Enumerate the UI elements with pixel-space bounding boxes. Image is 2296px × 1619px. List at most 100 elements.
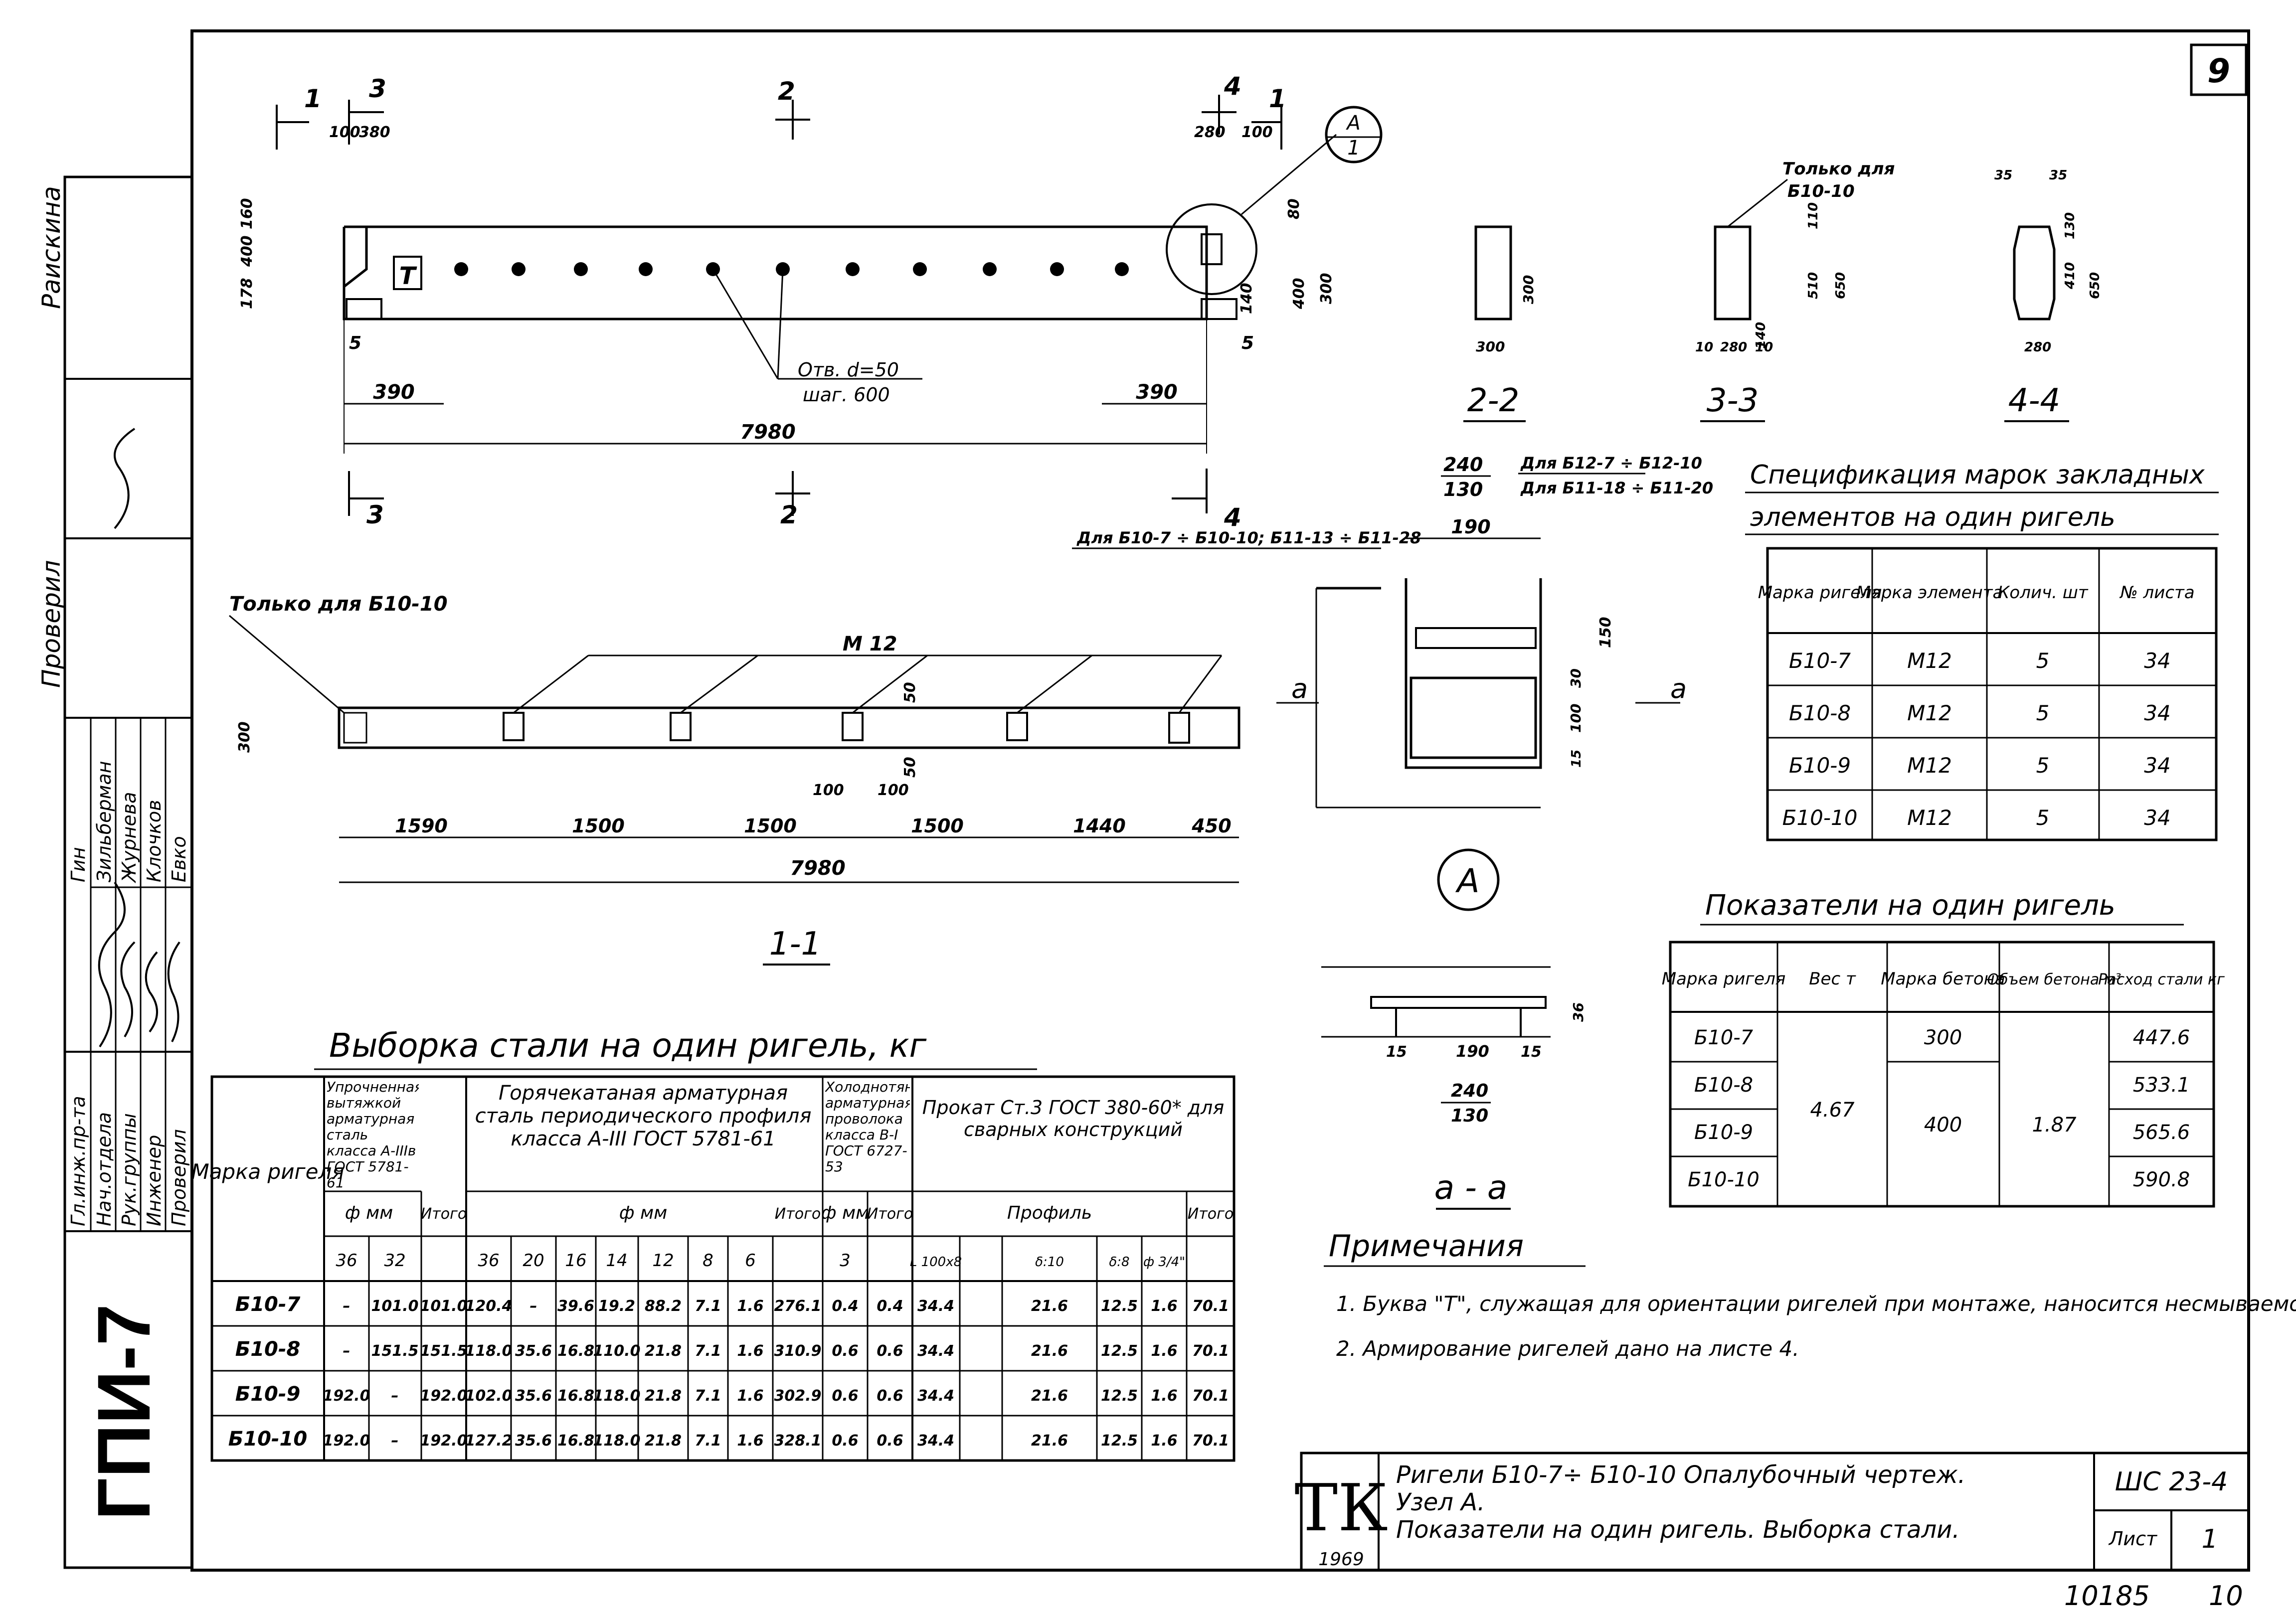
steel-cell: 192.0 <box>420 1432 468 1450</box>
section-3-3-dim-4: 10 <box>1695 340 1713 355</box>
steel-cell: 35.6 <box>515 1342 552 1360</box>
stamp-role-5: Проверил <box>168 1129 190 1226</box>
steel-cell: 7.1 <box>695 1297 721 1315</box>
spec-cell: 5 <box>2036 648 2050 673</box>
stamp-name-4: Клочков <box>143 800 165 882</box>
section-2-2: 2-2 300 300 <box>1463 225 1537 422</box>
steel-group2-wrap: Горячекатаная арматурная сталь периодиче… <box>475 1082 812 1150</box>
plan-dim-6: 450 <box>1191 815 1231 837</box>
dim-left: 390 <box>373 381 415 404</box>
steel-subheader: 8 <box>703 1251 713 1271</box>
spec-header-2: Марка элемента <box>1856 583 2003 603</box>
plan-small-dim-1: 100 <box>813 782 844 799</box>
dim-total: 7980 <box>740 421 795 444</box>
dim-right: 390 <box>1136 381 1178 404</box>
steel-cell: 35.6 <box>515 1387 552 1405</box>
steel-cell: 118.0 <box>593 1387 641 1405</box>
section-mark-4-bottom: 4 <box>1224 503 1241 532</box>
beam-holes <box>454 262 1129 276</box>
sheet-frame <box>190 29 2250 1572</box>
node-A-dim-30: 30 <box>1568 668 1584 688</box>
stamp-name-1: Гин <box>67 847 89 882</box>
steel-subheader: 3 <box>840 1251 851 1271</box>
title-sheet-value: 1 <box>2201 1524 2218 1554</box>
dim-gap-left: 5 <box>349 333 361 353</box>
node-A-title-circle <box>1437 848 1500 911</box>
steel-group-2: Горячекатаная арматурная сталь периодиче… <box>475 1082 812 1150</box>
aa-dim-15-left: 15 <box>1386 1043 1407 1061</box>
section-markers: 1 3 2 4 1 3 2 4 <box>276 72 1286 532</box>
steel-cell: 151.5 <box>420 1342 468 1360</box>
steel-profile: Профиль <box>1007 1203 1092 1223</box>
steel-cell: 192.0 <box>323 1432 370 1450</box>
steel-cell: 70.1 <box>1192 1342 1229 1360</box>
stamp-role-4: Инженер <box>143 1135 165 1226</box>
ind-header-2: Вес т <box>1809 969 1856 989</box>
note-2: 2. Армирование ригелей дано на листе 4. <box>1336 1336 1799 1361</box>
title-line-2: Узел А. <box>1396 1488 1485 1516</box>
ind-mark-1: Б10-7 <box>1694 1026 1754 1049</box>
spec-cell: 34 <box>2144 648 2170 673</box>
steel-subheader-profile: L 100х8 <box>910 1255 962 1270</box>
ind-weight: 4.67 <box>1810 1099 1855 1122</box>
aa-dim-240: 240 <box>1451 1081 1488 1101</box>
steel-cell: 0.4 <box>832 1297 858 1315</box>
spec-cell: Б10-7 <box>1789 648 1851 673</box>
node-A-dim-240: 240 <box>1443 454 1483 476</box>
steel-itogo-2: Итого <box>775 1205 821 1223</box>
node-A-detail: 240 130 Для Б12-7 ÷ Б12-10 Для Б11-18 ÷ … <box>1072 454 1713 1210</box>
node-A-label: А <box>1345 112 1360 135</box>
steel-cell: 302.9 <box>774 1387 822 1405</box>
steel-cell: 70.1 <box>1192 1297 1229 1315</box>
steel-cell: 21.8 <box>645 1387 682 1405</box>
section-3-3-note-2: Б10-10 <box>1787 181 1855 201</box>
dim-left-vert-3: 160 <box>238 198 256 229</box>
title-year: 1969 <box>1318 1549 1364 1570</box>
dim-height: 300 <box>1318 273 1335 304</box>
section-mark-3-bottom: 3 <box>366 500 384 529</box>
steel-cell: 1.6 <box>1151 1297 1177 1315</box>
title-logo: ТК <box>1294 1470 1388 1546</box>
section-mark-3: 3 <box>369 74 386 103</box>
steel-cell: 192.0 <box>420 1387 468 1405</box>
bottom-number-left: 10185 <box>2064 1580 2150 1612</box>
section-2-2-dim-2: 300 <box>1476 338 1505 355</box>
ind-steel-2: 533.1 <box>2133 1074 2190 1097</box>
spec-header-3: Колич. шт <box>1997 583 2089 603</box>
steel-cell: 1.6 <box>737 1297 763 1315</box>
plan-width-dim: 300 <box>236 721 253 753</box>
node-A-dim-15: 15 <box>1569 750 1584 768</box>
steel-cell: 12.5 <box>1101 1432 1138 1450</box>
plan-note: Только для Б10-10 <box>229 593 448 616</box>
steel-cell: 101.0 <box>371 1297 419 1315</box>
hole-step: шаг. 600 <box>803 384 890 406</box>
steel-subheader-profile: δ:10 <box>1035 1255 1064 1270</box>
signature-2 <box>120 941 136 1038</box>
beam-elevation: Т Отв. d=50 шаг. 600 А 1 390 390 7980 <box>238 72 1383 532</box>
note-1: 1. Буква "Т", служащая для ориентации ри… <box>1336 1292 2296 1316</box>
steel-cell: Б10-9 <box>235 1383 301 1406</box>
steel-cell: 118.0 <box>593 1432 641 1450</box>
steel-itogo-3: Итого <box>867 1205 913 1223</box>
steel-cell: 16.8 <box>557 1432 594 1450</box>
steel-phi-2: ф мм <box>619 1203 668 1223</box>
plan-view: Только для Б10-10 М 12 300 1590 1500 150… <box>229 593 1240 966</box>
steel-cell: 0.6 <box>832 1387 858 1405</box>
steel-cell: 1.6 <box>1151 1387 1177 1405</box>
ind-header-5: Расход стали кг <box>2098 971 2225 988</box>
node-A-note-a: Для Б12-7 ÷ Б12-10 <box>1520 454 1702 473</box>
section-4-4: 4-4 35 35 130 650 410 280 <box>1994 168 2103 422</box>
section-mark-1: 1 <box>304 84 322 113</box>
steel-cell: 88.2 <box>645 1297 682 1315</box>
plan-small-dim-2: 100 <box>878 782 909 799</box>
steel-phi-1: ф мм <box>345 1203 393 1223</box>
dim-gap-right: 5 <box>1241 333 1254 353</box>
stamp-name-3: Журнева <box>118 792 140 883</box>
title-sheet-label: Лист <box>2108 1528 2158 1550</box>
steel-subheader: 36 <box>336 1251 357 1271</box>
steel-cell: – <box>391 1387 399 1405</box>
dim-right-vert-1: 80 <box>1285 198 1303 219</box>
steel-group1-wrap: Упрочненная вытяжкой арматурная сталь кл… <box>327 1079 419 1189</box>
node-A-section-left: а <box>1291 673 1308 704</box>
steel-cell: 21.6 <box>1031 1432 1068 1450</box>
